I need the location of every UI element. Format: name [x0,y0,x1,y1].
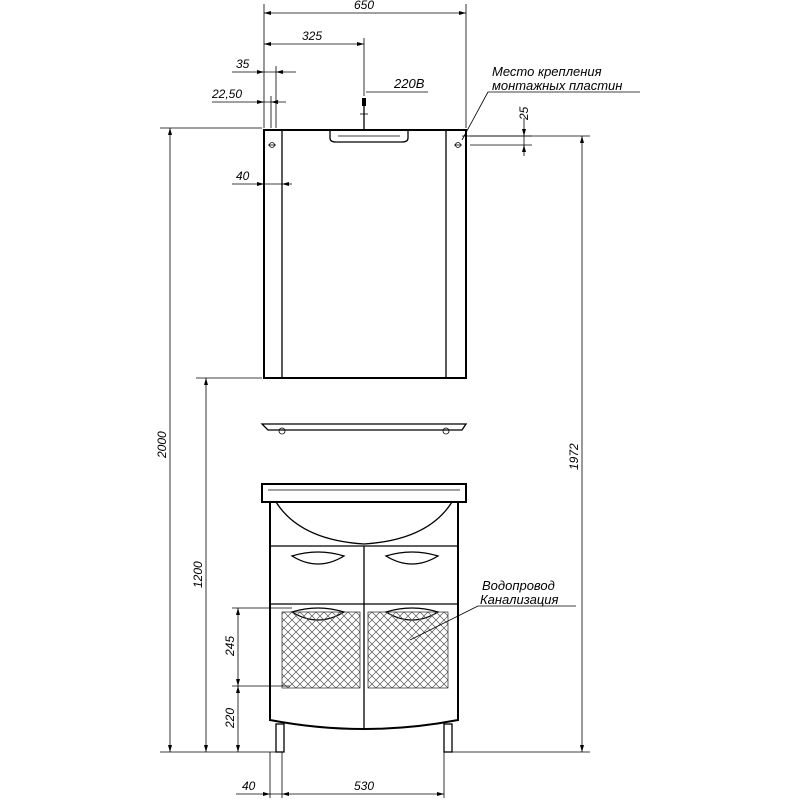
mirror-cabinet [263,98,467,379]
dimension-530: 530 [282,752,445,798]
mounting-label-line2: монтажных пластин [492,78,622,93]
dim-2000-label: 2000 [155,431,169,459]
dim-1200-label: 1200 [191,561,205,588]
dimension-220: 220 [223,686,240,752]
dim-650-label: 650 [354,0,374,12]
dim-25-label: 25 [517,106,531,121]
dim-35-label: 35 [236,57,250,71]
dimension-2000: 2000 [155,127,276,753]
dimension-40-top: 40 [232,169,292,186]
dim-325-label: 325 [302,29,322,43]
dim-220-label: 220 [223,708,237,729]
power-label-group: 220В [366,76,428,93]
dimension-650: 650 [263,0,467,128]
mounting-label-line1: Место крепления [492,64,602,79]
dimension-35: 35 [232,57,296,128]
dimension-25: 25 [470,106,532,156]
dimension-325: 325 [264,29,365,96]
vanity-cabinet [261,483,467,753]
glass-shelf [260,423,468,435]
dimension-245: 245 [223,607,292,687]
mounting-callout: Место крепления монтажных пластин [461,64,640,141]
pipes-label-line1: Водопровод [482,578,555,593]
dimension-1200: 1200 [191,377,262,752]
power-label: 220В [393,76,425,91]
pipes-label-line2: Канализация [480,592,558,607]
dimension-1972: 1972 [452,135,590,753]
dim-22-50-label: 22,50 [211,87,242,101]
dim-1972-label: 1972 [567,443,581,470]
pipes-callout: Водопровод Канализация [409,578,576,641]
dim-40-top-label: 40 [236,169,250,183]
dim-245-label: 245 [223,636,237,657]
dimension-22-50: 22,50 [211,87,286,128]
dim-40-bottom-label: 40 [242,779,256,793]
dimension-40-bottom: 40 [236,752,289,798]
dim-530-label: 530 [354,779,374,793]
